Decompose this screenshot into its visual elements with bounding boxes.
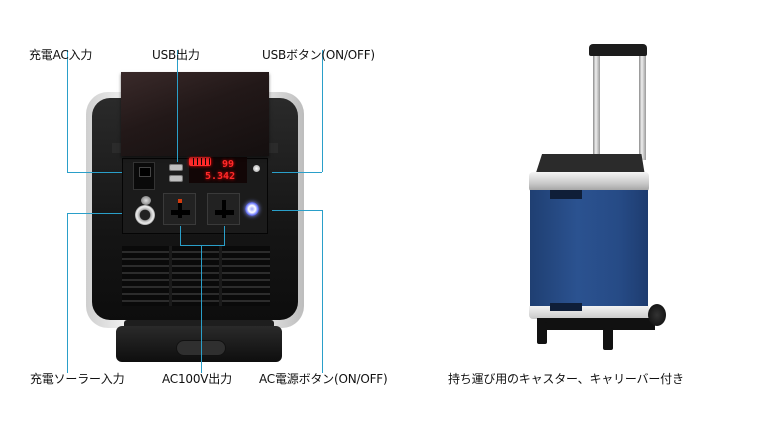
usb-port-2 xyxy=(169,175,183,182)
lid-hinge-right xyxy=(266,143,278,153)
callout-line-ac100v-bracket xyxy=(180,245,225,246)
trolley-body xyxy=(530,190,648,308)
callout-line-usb-button xyxy=(322,50,323,172)
callout-line-usb-output xyxy=(177,50,178,162)
vent-grille xyxy=(122,246,270,306)
label-ac100v-output: AC100V出力 xyxy=(162,372,232,386)
label-ac-power-button: AC電源ボタン(ON/OFF) xyxy=(259,372,388,386)
trolley-grip-bottom xyxy=(550,303,582,311)
callout-line-ac-input-h xyxy=(67,172,122,173)
voltage-readout: 5.342 xyxy=(205,171,236,182)
trolley-wheel xyxy=(648,304,666,326)
label-solar-input: 充電ソーラー入力 xyxy=(30,372,125,386)
battery-percent: 99 xyxy=(222,159,235,170)
ac-input-port xyxy=(133,162,155,190)
trolley-chrome-band xyxy=(529,172,649,192)
callout-line-ac100v-left xyxy=(180,226,181,245)
ac-outlet-2 xyxy=(207,193,240,225)
trolley-leg-front-right xyxy=(603,328,613,350)
base-top xyxy=(124,320,274,330)
lcd-display: 99 5.342 xyxy=(189,157,247,183)
outlet-led xyxy=(178,199,182,203)
ac-outlet-1 xyxy=(163,193,196,225)
callout-line-solar-input xyxy=(67,213,68,373)
ac-power-button[interactable] xyxy=(245,202,259,216)
callout-line-solar-input-h xyxy=(67,213,122,214)
callout-line-usb-button-h xyxy=(272,172,322,173)
callout-line-ac-button-h xyxy=(272,210,322,211)
label-ac-input: 充電AC入力 xyxy=(29,48,93,62)
trolley-base xyxy=(537,318,655,330)
solar-input-port xyxy=(135,205,155,225)
usb-button[interactable] xyxy=(253,165,260,172)
callout-line-ac-button xyxy=(322,210,323,373)
usb-port-1 xyxy=(169,164,183,171)
trolley-pole-right xyxy=(639,55,646,160)
callout-line-ac-input xyxy=(67,50,68,172)
callout-line-ac100v-right xyxy=(224,226,225,245)
trolley-grip-top xyxy=(550,190,582,199)
fuse-holder xyxy=(141,196,151,205)
trolley-pole-left xyxy=(593,55,600,160)
label-usb-button: USBボタン(ON/OFF) xyxy=(262,48,375,62)
lid-hinge-left xyxy=(112,143,124,153)
trolley-handle xyxy=(589,44,647,56)
power-station-lid xyxy=(121,72,269,156)
label-trolley-caption: 持ち運び用のキャスター、キャリーバー付き xyxy=(448,372,684,386)
vent-divider xyxy=(169,246,172,306)
callout-line-ac100v xyxy=(201,245,202,373)
battery-icon xyxy=(189,157,211,166)
vent-divider xyxy=(219,246,222,306)
label-usb-output: USB出力 xyxy=(152,48,200,62)
trolley-leg-front-left xyxy=(537,322,547,344)
